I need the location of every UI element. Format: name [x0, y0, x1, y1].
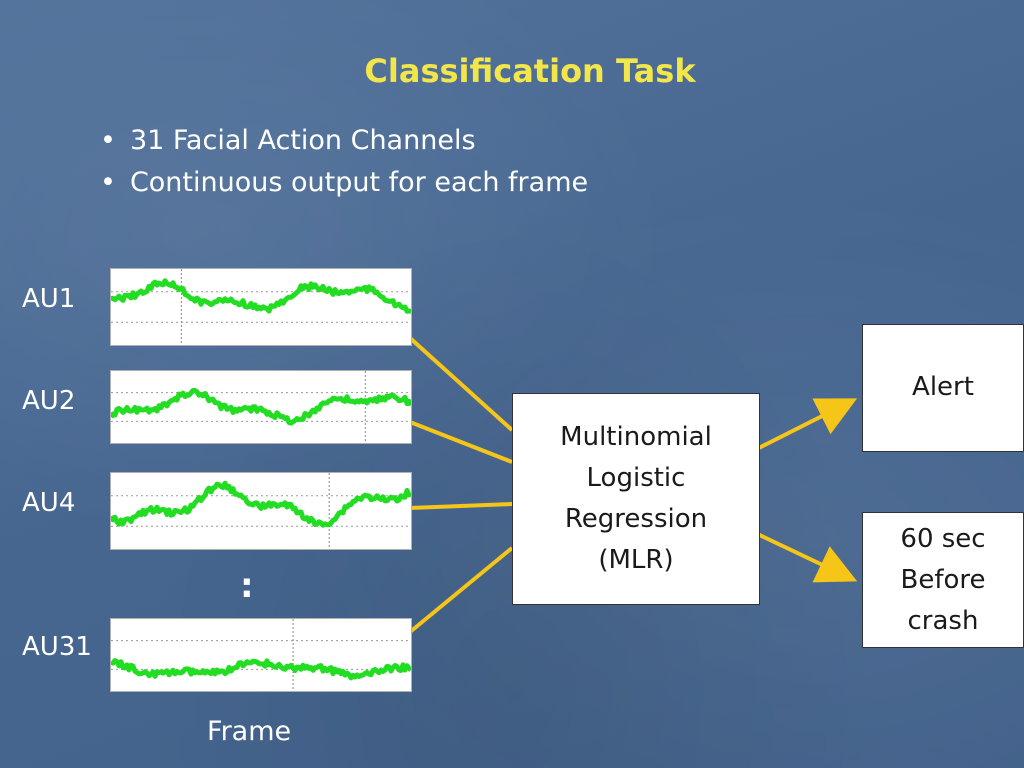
model-line: Logistic — [586, 463, 686, 493]
output-label: Alert — [912, 372, 974, 402]
model-line: Multinomial — [560, 422, 712, 452]
model-line: (MLR) — [598, 545, 674, 575]
output-box-alert: Alert — [862, 324, 1024, 452]
bullet-item: 31 Facial Action Channels — [100, 124, 588, 158]
mlr-model-box: Multinomial Logistic Regression (MLR) — [512, 393, 760, 605]
channel-label-au1: AU1 — [22, 284, 76, 314]
channel-label-au4: AU4 — [22, 488, 76, 518]
output-line: Before — [900, 564, 986, 595]
slide-title: Classification Task — [364, 52, 696, 90]
x-axis-label: Frame — [207, 716, 292, 747]
connector-au1 — [408, 336, 514, 432]
model-line: Regression — [564, 504, 708, 534]
signal-plot-au1 — [110, 268, 412, 346]
output-line: 60 sec — [900, 523, 986, 554]
connector-au31 — [408, 546, 514, 634]
bullet-item: Continuous output for each frame — [100, 166, 588, 200]
connector-au2 — [409, 420, 513, 464]
channel-label-au2: AU2 — [22, 386, 76, 416]
signal-plot-au2 — [110, 370, 412, 444]
bullet-list: 31 Facial Action Channels Continuous out… — [100, 124, 588, 208]
signal-plot-au31 — [110, 618, 412, 692]
output-box-crash: 60 sec Before crash — [862, 512, 1024, 648]
channel-label-au31: AU31 — [22, 632, 92, 662]
ellipsis-dots: : — [240, 566, 254, 606]
signal-plot-au4 — [110, 472, 412, 550]
output-line: crash — [907, 605, 979, 636]
connector-au4 — [409, 502, 513, 510]
